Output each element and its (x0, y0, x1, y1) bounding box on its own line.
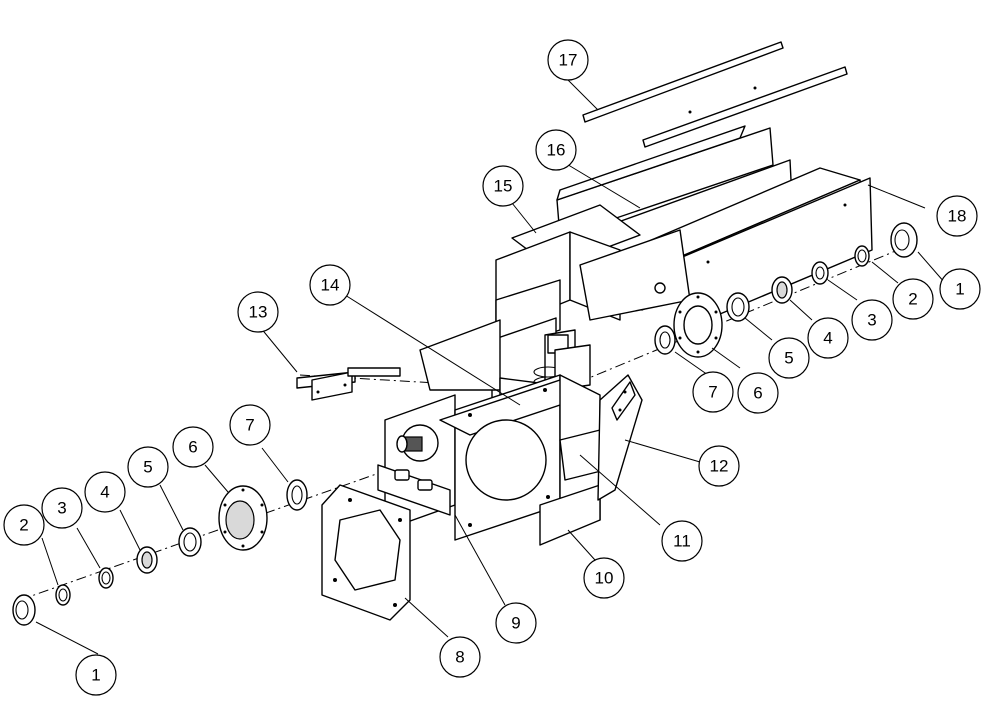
callout-left-4-label: 4 (100, 483, 109, 502)
left-part-5-cup (178, 527, 202, 557)
callout-right-5-label: 5 (784, 349, 793, 368)
callout-right-6: 6 (737, 372, 779, 414)
left-part-1-cap (12, 594, 36, 626)
right-part-7-seal (654, 325, 676, 355)
callout-12: 12 (698, 445, 740, 487)
callout-right-1: 1 (939, 268, 981, 310)
callout-14-label: 14 (321, 276, 340, 295)
part-9-gasket-plate (377, 464, 451, 516)
right-part-6-hub (673, 292, 723, 358)
callout-left-5-label: 5 (143, 458, 152, 477)
leader-lines (35, 79, 946, 655)
left-part-3-race (98, 567, 114, 589)
housing-opening (465, 419, 547, 501)
callout-left-4: 4 (84, 471, 126, 513)
callout-left-2: 2 (3, 504, 45, 546)
right-part-1-cap (890, 222, 918, 258)
callout-left-2-label: 2 (19, 516, 28, 535)
callout-right-6-label: 6 (753, 384, 762, 403)
callout-15-label: 15 (494, 177, 513, 196)
right-part-5-cup (726, 292, 750, 322)
left-part-2-seal (55, 584, 71, 606)
callout-13: 13 (237, 291, 279, 333)
part-15-box-beam (491, 204, 691, 403)
callout-left-1-label: 1 (91, 666, 100, 685)
callout-left-7-label: 7 (245, 416, 254, 435)
left-hub-axis (19, 454, 431, 601)
mounting-plate-hex (334, 509, 401, 591)
callout-right-1-label: 1 (955, 280, 964, 299)
part-8-mounting-plate (321, 484, 411, 621)
spindle (396, 424, 439, 462)
callout-13-label: 13 (249, 303, 268, 322)
part-12-angled-bracket (597, 374, 643, 501)
callout-9: 9 (495, 602, 537, 644)
callout-15: 15 (482, 165, 524, 207)
callout-14: 14 (309, 264, 351, 306)
callout-11-label: 11 (673, 532, 691, 551)
angle-bracket-arm (347, 367, 401, 377)
callout-left-5: 5 (127, 446, 169, 488)
callout-8-label: 8 (455, 648, 464, 667)
callout-right-7-label: 7 (708, 383, 717, 402)
callout-right-3: 3 (851, 299, 893, 341)
callout-right-7: 7 (692, 371, 734, 413)
channel-16-lip (556, 125, 746, 201)
callout-17-label: 17 (559, 51, 578, 70)
callout-left-3-label: 3 (57, 499, 66, 518)
strap-plate-upper (582, 41, 784, 123)
left-hub-stack (12, 479, 308, 626)
angled-bracket-web (597, 374, 643, 501)
right-part-2-seal (854, 245, 870, 267)
angle-bracket-web (311, 371, 353, 401)
callout-11: 11 (661, 520, 703, 562)
callout-left-7: 7 (229, 404, 271, 446)
callout-right-4-label: 4 (823, 329, 832, 348)
callout-right-5: 5 (768, 337, 810, 379)
angled-bracket-flange (611, 381, 636, 421)
part-17-strap-plates (582, 41, 848, 148)
callout-16: 16 (535, 129, 577, 171)
callout-right-2-label: 2 (908, 290, 917, 309)
callout-17: 17 (547, 39, 589, 81)
callout-left-3: 3 (41, 487, 83, 529)
callout-12-label: 12 (710, 457, 729, 476)
callout-left-6: 6 (172, 426, 214, 468)
callout-right-4: 4 (807, 317, 849, 359)
callout-8: 8 (439, 636, 481, 678)
callout-10: 10 (583, 557, 625, 599)
callout-10-label: 10 (595, 569, 614, 588)
left-part-7-seal (286, 479, 308, 511)
callout-9-label: 9 (511, 614, 520, 633)
frame-gusset (419, 319, 501, 391)
right-hub-stack (654, 222, 918, 358)
right-part-3-race (811, 261, 829, 285)
callout-18: 18 (936, 195, 978, 237)
right-part-4-bearing (771, 276, 793, 304)
housing-base-part-10 (539, 484, 601, 546)
callout-right-2: 2 (892, 278, 934, 320)
part-13-angle-bracket (296, 367, 401, 401)
callout-right-3-label: 3 (867, 311, 876, 330)
callout-left-1: 1 (75, 654, 117, 696)
left-part-6-hub (218, 485, 268, 551)
callout-16-label: 16 (547, 141, 566, 160)
callout-18-label: 18 (948, 207, 967, 226)
callout-left-6-label: 6 (188, 438, 197, 457)
strap-plate-lower (642, 66, 848, 148)
left-part-4-bearing (136, 546, 158, 574)
